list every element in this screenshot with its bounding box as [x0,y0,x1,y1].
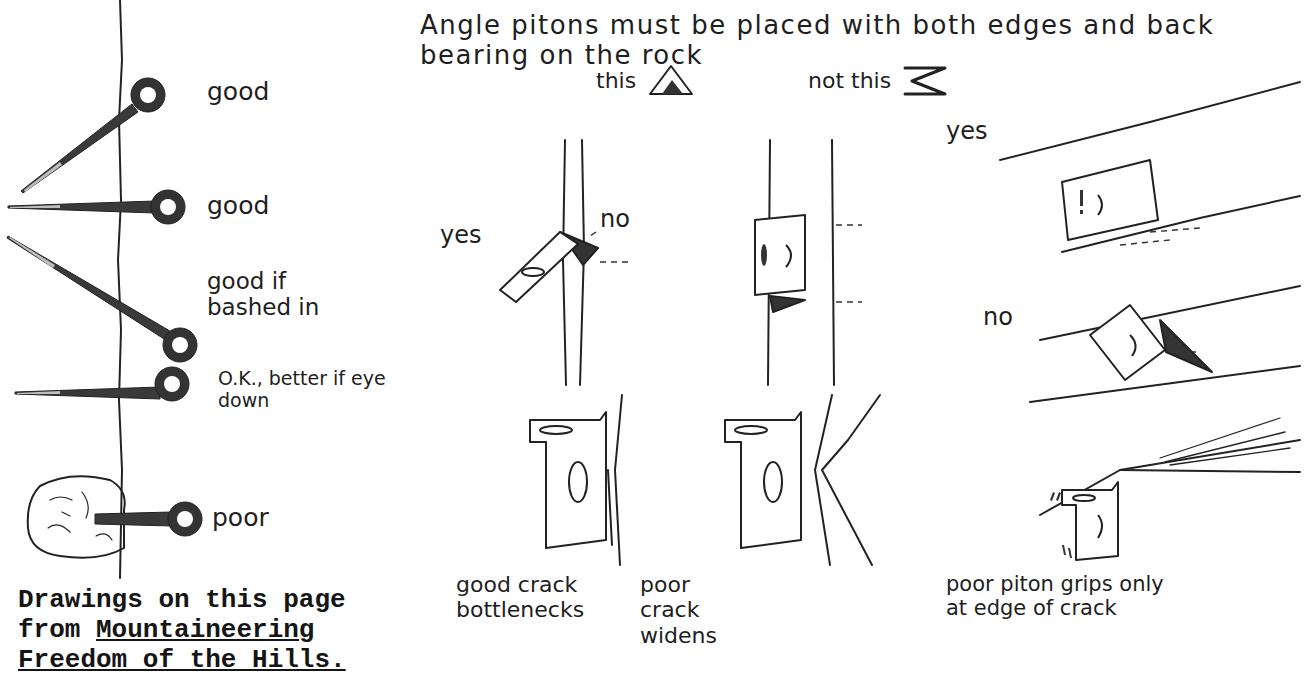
angle-piton-plate [1062,160,1158,240]
blade-highlight [9,237,55,268]
eye-slot [1073,495,1095,501]
piton-eye [163,328,197,362]
eye-hole [164,376,180,392]
rating-label: good if bashed in [207,268,325,321]
verdict-label: yes [440,222,481,250]
piton-eye [131,78,165,112]
eye-slot [735,426,767,434]
eye-mark [1080,210,1083,214]
piton-blade [21,104,138,193]
blade-highlight [17,391,60,394]
eye-slot [522,268,544,276]
angle-piton-plate [725,412,801,548]
crack-line [822,395,880,565]
piton-blade [8,201,155,213]
piton-blade [95,512,172,526]
eye-slot [569,462,587,502]
crack-line [1030,366,1300,402]
crack-caption: good crack bottlenecks [456,572,584,623]
piton-blade [7,236,170,339]
shape-caption: this [596,68,636,93]
bad-shape-icon [905,68,945,94]
eye-hole [160,199,176,215]
source-note: Drawings on this page fromMountaineering… [18,585,398,675]
crack-line [608,470,612,545]
verdict-label: yes [946,118,987,146]
crack-line [815,395,832,565]
eye-hole [140,87,156,103]
hidden-edge [836,225,862,302]
eye-slot [786,245,791,267]
eye-slot [1130,335,1136,356]
eye-slot [764,462,782,502]
angle-piton-plate [1090,305,1165,380]
angle-piton-plate [755,215,805,295]
crack-line [1120,470,1300,472]
piton-blade [15,387,160,399]
eye-mark [761,244,767,266]
piton-eye [155,367,189,401]
heading-note: Angle pitons must be placed with both ed… [420,10,1300,70]
eye-hole [172,337,188,353]
rating-label: good [207,78,269,107]
piton-eye [151,190,185,224]
crack-line [1000,82,1300,160]
verdict-label: no [983,304,1013,332]
verdict-label: no [600,206,630,234]
shape-fill [662,80,683,94]
crack-line [563,140,566,385]
hidden-edge [1120,228,1200,245]
rating-label: O.K., better if eye down [218,368,396,412]
shape-caption: not this [808,68,891,93]
angle-piton-plate [530,412,606,548]
angle-piton-plate [1062,482,1118,560]
crack-line [615,395,622,565]
piton-eye [168,502,202,536]
crack-line [832,140,834,385]
texture-mark [1050,492,1072,558]
rating-label: good [207,192,269,221]
eye-mark [1080,190,1083,206]
crack-caption: poor crack widens [640,572,717,648]
angle-piton-blade [1160,320,1212,372]
blade-highlight [24,162,62,192]
rating-label: poor [212,504,269,533]
blade-highlight [10,205,60,208]
angle-piton-plate [500,232,578,302]
eye-slot [540,426,572,434]
eye-slot [1098,195,1102,215]
eye-hole [177,511,193,527]
crack-line [1160,418,1290,465]
angle-piton-blade [770,296,805,312]
good-shape-icon [650,66,692,94]
eye-slot [1098,515,1102,538]
crack-caption: poor piton grips only at edge of crack [946,572,1178,620]
